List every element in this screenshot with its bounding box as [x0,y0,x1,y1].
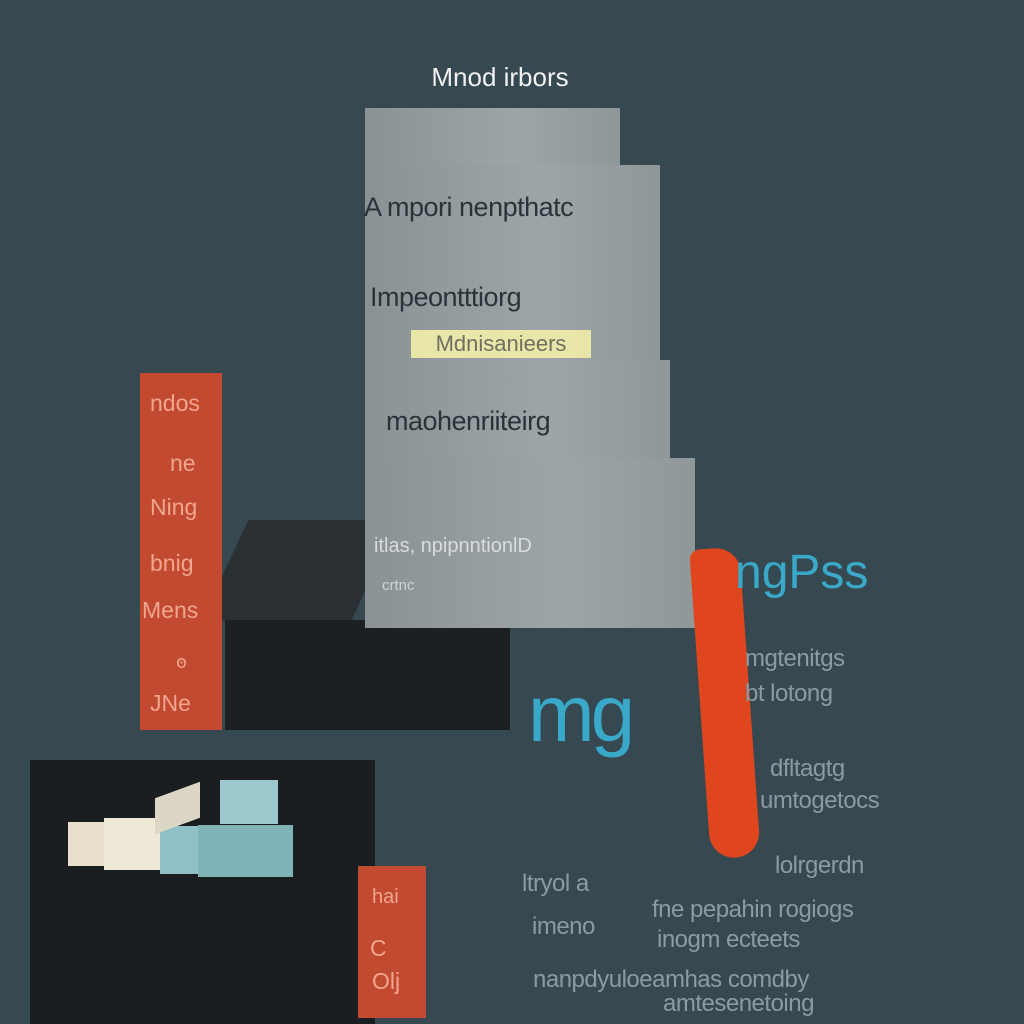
right-line: dfltagtg [770,755,845,782]
bottom-text: nanpdyuloeamhas comdby [533,966,809,993]
left-bar-item: Mens [142,597,199,623]
left-bar-item: bnig [150,550,194,576]
bottom-text: amtesenetoing [663,990,814,1017]
paper-line-4: itlas, npipnntionlD [374,535,532,557]
highlighted-text: Mdnisanieers [411,330,591,358]
box-icon [104,818,162,870]
box-icon [68,822,108,866]
bottom-text: inogm ecteets [657,926,800,953]
right-line: mgtenitgs [745,645,845,672]
box-icon [220,780,278,824]
bottom-text: imeno [532,913,595,940]
dark-block-lower [30,760,375,1024]
paper-line-3: maohenriiteirg [386,406,551,436]
left-red-bar [140,373,222,730]
small-red-item: Olj [372,968,401,994]
small-red-box [358,866,426,1018]
page-title: Mnod irbors [431,62,569,92]
paper-line-5: crtnc [382,577,415,594]
paper-sheet [365,165,660,360]
bottom-text: ltryol a [522,870,589,897]
dark-block [225,620,510,730]
paper-sheet-bottom [365,458,695,628]
paper-sheet-top [365,108,620,168]
left-bar-item: ne [170,450,196,476]
box-icon [160,826,200,874]
big-blue-text: mg [528,669,635,758]
small-red-item: C [370,935,387,961]
right-line: lolrgerdn [775,852,864,879]
right-line: umtogetocs [760,787,880,814]
left-bar-item: JNe [150,690,191,716]
bottom-text: fne pepahin rogiogs [652,896,854,923]
paper-line-2: Impeontttiorg [370,282,522,312]
right-heading: ngPss [735,546,869,599]
box-icon [198,825,293,877]
left-bar-item: Ning [150,494,198,520]
left-bar-item: ndos [150,390,200,416]
paper-sheet-middle [365,360,670,460]
paper-line-1: A mpori nenpthatc [364,192,574,222]
small-red-item: hai [372,886,399,908]
right-line: bt lotong [745,680,833,707]
left-bar-item: ꙩ [176,652,188,672]
